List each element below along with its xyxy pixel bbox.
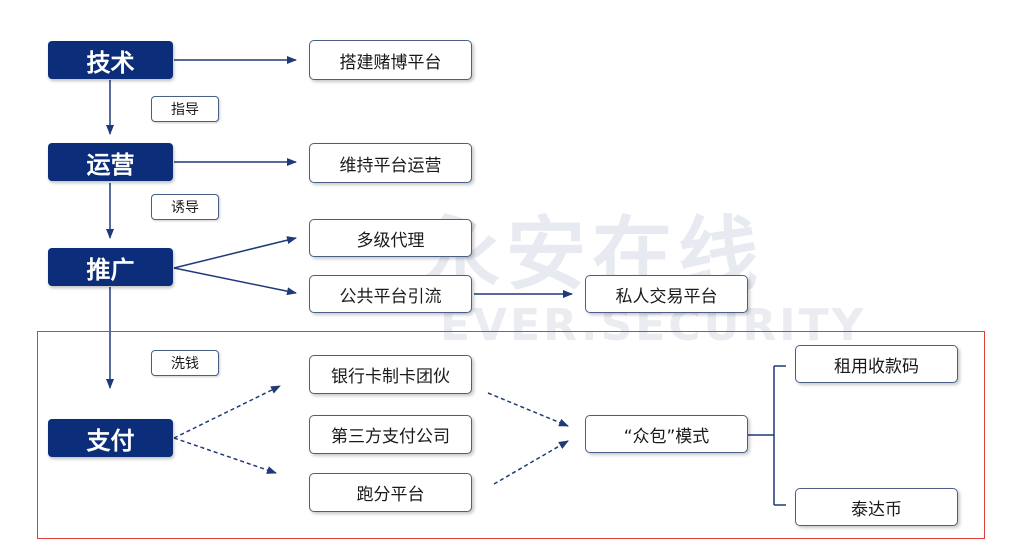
label-launder: 洗钱 (151, 350, 219, 376)
arrow-promo-agent (173, 236, 297, 269)
node-tether: 泰达币 (795, 488, 958, 526)
label-guide: 指导 (151, 96, 219, 122)
arrow-promo-drain (173, 267, 297, 296)
stage-ops: 运营 (48, 143, 173, 181)
node-crowdsource: “众包”模式 (585, 415, 748, 453)
arrow-pay-score (173, 437, 277, 474)
node-multi-agent: 多级代理 (309, 219, 472, 257)
node-public-drain: 公共平台引流 (309, 275, 472, 313)
arrow-bank-crowd (487, 392, 569, 427)
node-bank-card-gang: 银行卡制卡团伙 (309, 355, 472, 394)
payment-highlight-frame (37, 331, 985, 539)
node-maintain-ops: 维持平台运营 (309, 143, 472, 183)
node-rent-code: 租用收款码 (795, 345, 958, 383)
label-induce: 诱导 (151, 194, 219, 220)
node-third-party-pay: 第三方支付公司 (309, 415, 472, 454)
arrow-pay-bank (173, 385, 281, 439)
node-build-platform: 搭建赌博平台 (309, 40, 472, 80)
node-score-platform: 跑分平台 (309, 473, 472, 512)
node-private-trade: 私人交易平台 (585, 275, 748, 313)
stage-tech: 技术 (48, 41, 173, 79)
stage-pay: 支付 (48, 419, 173, 457)
stage-promo: 推广 (48, 248, 173, 286)
arrow-score-crowd (493, 440, 569, 485)
